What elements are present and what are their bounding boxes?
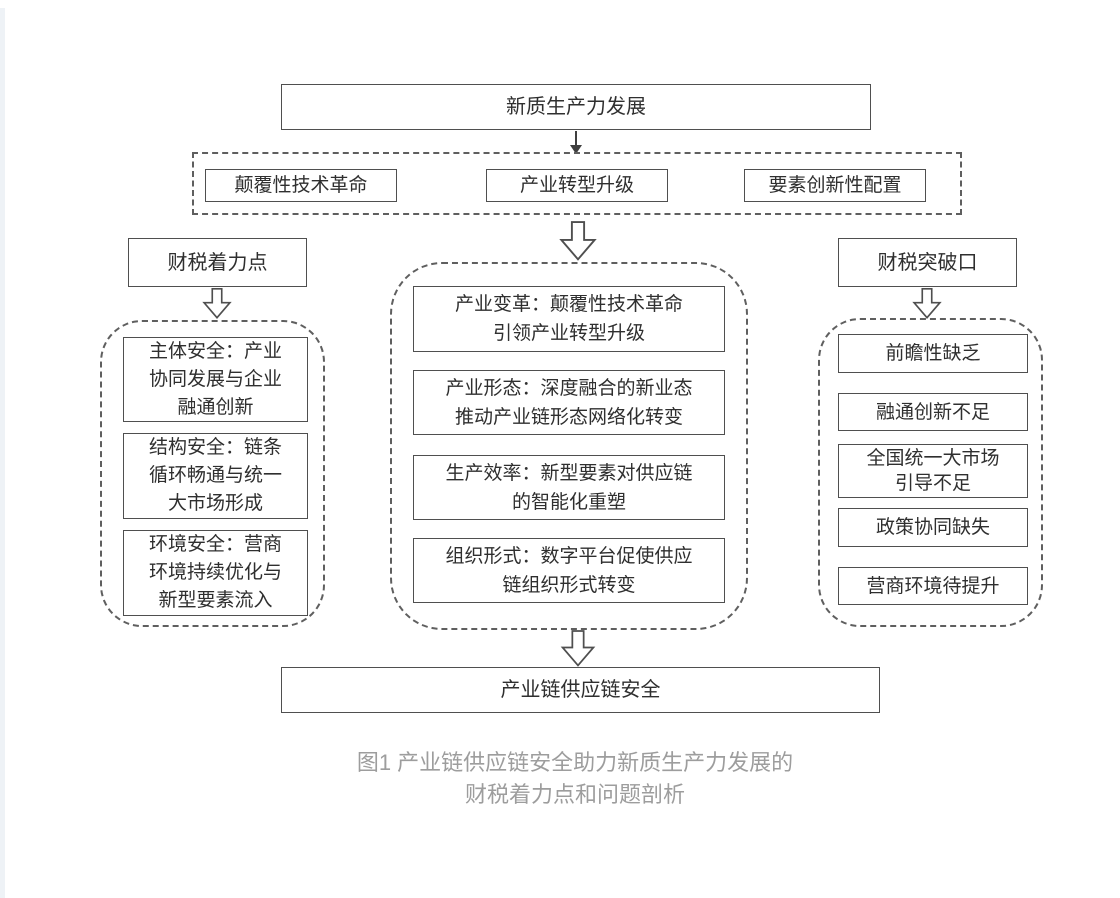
right-header-fiscal-breakthroughs: 财税突破口 — [838, 238, 1017, 287]
security-box-structure: 结构安全：链条 循环畅通与统一 大市场形成 — [123, 433, 308, 519]
left-dashed-group-security-dimensions — [100, 320, 325, 627]
problem-box-unified-market: 全国统一大市场 引导不足 — [838, 444, 1028, 498]
hollow-arrow-down-middle-bottom-icon — [560, 630, 596, 667]
problem-box-foresight: 前瞻性缺乏 — [838, 334, 1028, 373]
problem-box-policy-coordination: 政策协同缺失 — [838, 508, 1028, 547]
problem-box-integration-innovation: 融通创新不足 — [838, 393, 1028, 431]
problem-box-business-environment: 营商环境待提升 — [838, 567, 1028, 605]
security-box-environment: 环境安全：营商 环境持续优化与 新型要素流入 — [123, 530, 308, 616]
driver-box-factor-allocation: 要素创新性配置 — [744, 169, 926, 202]
transformation-box-industrial-change: 产业变革：颠覆性技术革命 引领产业转型升级 — [413, 286, 725, 352]
page-edge-strip — [0, 8, 5, 898]
right-dashed-group-problems — [818, 318, 1043, 627]
security-box-entity: 主体安全：产业 协同发展与企业 融通创新 — [123, 337, 308, 422]
thin-arrow-down-line — [575, 131, 577, 146]
thin-arrow-down-icon — [570, 145, 582, 154]
middle-dashed-group-transformations — [390, 262, 748, 630]
hollow-arrow-down-middle-top-icon — [559, 221, 597, 261]
transformation-box-industrial-form: 产业形态：深度融合的新业态 推动产业链形态网络化转变 — [413, 370, 725, 435]
transformation-box-organization-form: 组织形式：数字平台促使供应 链组织形式转变 — [413, 538, 725, 603]
drivers-dashed-group — [192, 152, 962, 215]
hollow-arrow-down-left-icon — [202, 288, 232, 319]
transformation-box-production-efficiency: 生产效率：新型要素对供应链 的智能化重塑 — [413, 455, 725, 520]
left-header-fiscal-focus-points: 财税着力点 — [128, 238, 307, 287]
hollow-arrow-down-right-icon — [912, 288, 942, 319]
bottom-box-supply-chain-security: 产业链供应链安全 — [281, 667, 880, 713]
figure-caption: 图1 产业链供应链安全助力新质生产力发展的 财税着力点和问题剖析 — [356, 750, 794, 807]
driver-box-technology-revolution: 颠覆性技术革命 — [205, 169, 397, 202]
top-box-new-quality-productivity: 新质生产力发展 — [281, 84, 871, 130]
driver-box-industrial-upgrading: 产业转型升级 — [486, 169, 668, 202]
